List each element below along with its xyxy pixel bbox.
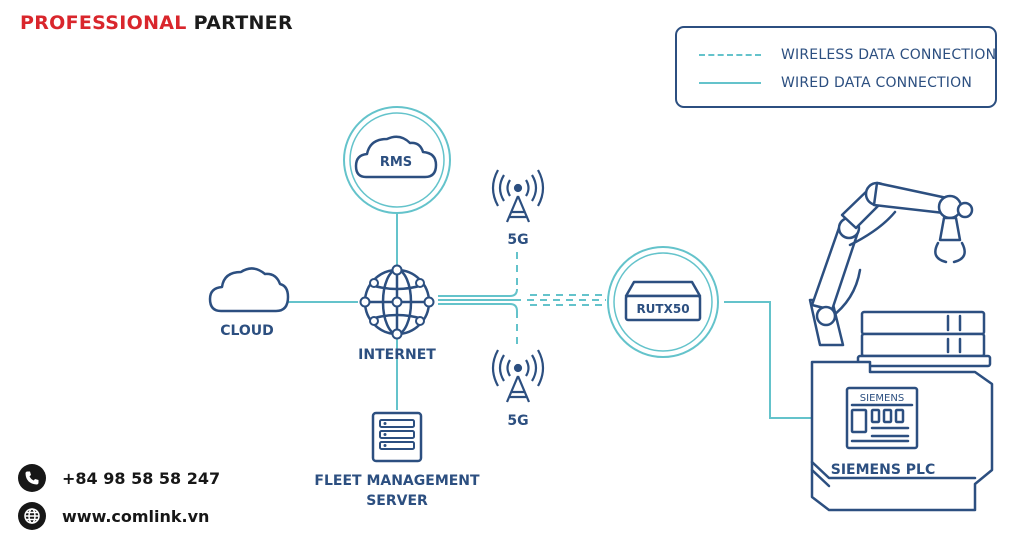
plc-label: SIEMENS PLC [831,462,935,478]
dashed-line-swatch [699,54,761,56]
cloud-node: CLOUD [208,267,290,339]
router-inner-ring [613,252,713,352]
globe-nodes [359,264,435,340]
tower-icon [491,169,545,223]
tower-bottom-label: 5G [507,413,528,429]
fleet-server-node: FLEET MANAGEMENT SERVER [314,411,480,509]
globe-icon [18,502,46,530]
internet-label: INTERNET [358,347,436,363]
phone-icon [18,464,46,492]
legend-wireless: WIRELESS DATA CONNECTION [699,45,996,65]
plc-cabinet [810,360,994,512]
cloud-icon [208,267,290,313]
robot-plc-node: SIEMENS SIEMENS PLC [808,181,994,512]
fleet-label-line2: SERVER [366,493,428,509]
router-icon-top [624,280,702,298]
legend: WIRELESS DATA CONNECTION WIRED DATA CONN… [675,26,997,108]
contact-phone[interactable]: +84 98 58 58 247 [18,464,220,492]
plc-brand-label: SIEMENS [860,393,904,404]
rms-label: RMS [380,155,412,170]
trunk-curve-down [509,303,518,312]
tower-top-label: 5G [507,232,528,248]
cloud-icon [354,135,438,179]
tower-top-node: 5G [491,169,545,248]
contact-website[interactable]: www.comlink.vn [18,502,209,530]
rms-inner-ring [349,112,445,208]
pallet-boxes [856,310,992,368]
legend-wired: WIRED DATA CONNECTION [699,73,972,93]
fleet-label-line1: FLEET MANAGEMENT [314,473,480,489]
legend-wired-label: WIRED DATA CONNECTION [781,75,973,91]
router-icon [624,294,702,322]
website-link: www.comlink.vn [62,506,210,526]
tower-bottom-node: 5G [491,349,545,429]
router-plc-link [724,301,846,419]
router-label: RUTX50 [636,302,689,316]
brand-title-partner: PARTNER [193,12,293,34]
wireless-connections [514,252,606,350]
solid-line-swatch [699,82,761,84]
tower-icon [491,349,545,403]
legend-wireless-label: WIRELESS DATA CONNECTION [781,47,997,63]
phone-number: +84 98 58 58 247 [62,468,221,488]
brand-title-professional: PROFESSIONAL [20,12,187,34]
cloud-label: CLOUD [220,323,274,339]
brand-title: PROFESSIONAL PARTNER [20,12,293,34]
wired-connections [288,212,846,419]
trunk-curve-up [509,288,518,297]
robot-arm-icon [808,181,974,347]
internet-node: INTERNET [358,264,436,363]
router-node: RUTX50 [607,246,719,358]
rms-node: RMS [343,106,451,214]
